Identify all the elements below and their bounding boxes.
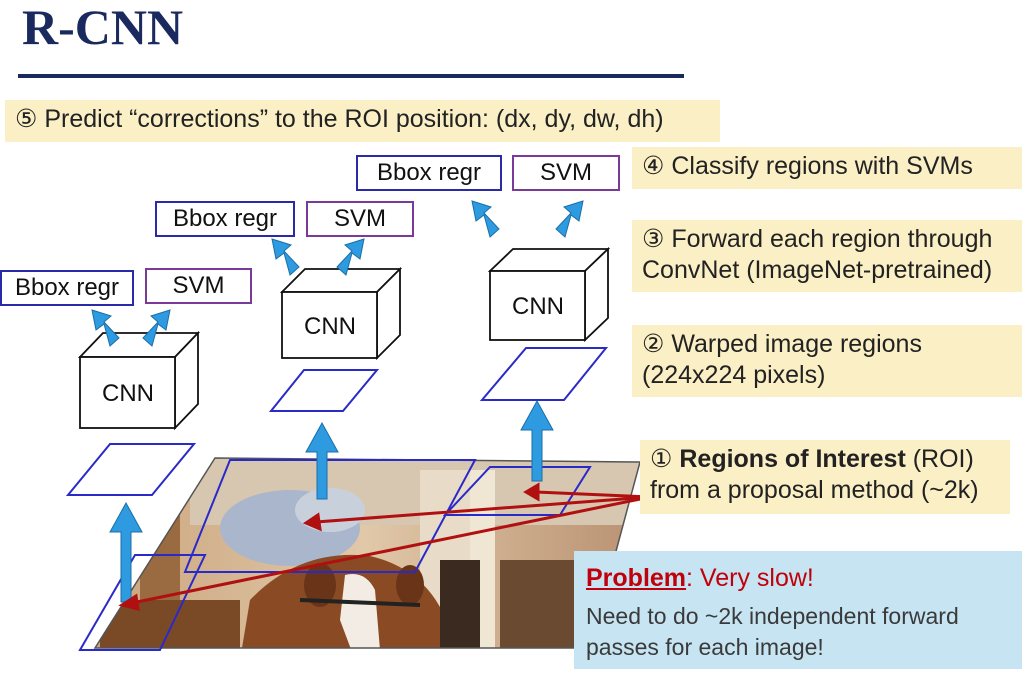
step-3-line-1: ③ Forward each region through (642, 225, 993, 253)
step-1-bold: Regions of Interest (679, 445, 906, 473)
step-5-text: ⑤ Predict “corrections” to the ROI posit… (15, 105, 664, 133)
svm-label-2: SVM (306, 201, 414, 237)
warped-region-3 (479, 347, 609, 401)
output-arrow-svm-2 (336, 238, 365, 276)
output-arrow-bbox-1 (91, 309, 120, 347)
bbox-regr-label-2: Bbox regr (155, 201, 295, 237)
warped-region-1 (65, 443, 197, 496)
step-5-note: ⑤ Predict “corrections” to the ROI posit… (5, 100, 720, 142)
svm-label-3: SVM (512, 155, 620, 191)
problem-label: Problem (586, 564, 687, 592)
roi-pointer-2 (315, 495, 651, 524)
problem-body: Need to do ~2k independent forward passe… (586, 603, 959, 660)
step-3-line-2: ConvNet (ImageNet-pretrained) (642, 256, 993, 284)
step-1-line-2: from a proposal method (~2k) (650, 476, 979, 504)
step-1-prefix: ① (650, 445, 680, 473)
roi-pointer-1 (131, 495, 651, 605)
step-2-line-1: ② Warped image regions (642, 330, 922, 358)
cnn-label-1: CNN (102, 380, 154, 407)
output-arrow-svm-3 (555, 200, 584, 238)
cnn-label-2: CNN (304, 313, 356, 340)
title-divider (18, 74, 684, 78)
page-title: R-CNN (22, 0, 184, 55)
output-arrow-bbox-2 (271, 238, 300, 276)
up-arrow-3 (520, 399, 554, 482)
step-4-note: ④ Classify regions with SVMs (632, 147, 1022, 189)
roi-pointer-3 (535, 490, 651, 499)
problem-text: : Very slow! (686, 564, 814, 592)
step-3-note: ③ Forward each region through ConvNet (I… (632, 220, 1022, 292)
output-arrow-bbox-3 (471, 200, 500, 238)
up-arrow-2 (305, 421, 339, 500)
step-1-suffix: (ROI) (905, 445, 974, 473)
roi-region-left (78, 554, 207, 651)
problem-callout: Problem: Very slow! Need to do ~2k indep… (574, 551, 1022, 669)
cnn-cube-3 (487, 246, 611, 343)
up-arrow-1 (109, 501, 143, 603)
step-1-note: ① Regions of Interest (ROI) from a propo… (640, 440, 1010, 514)
warped-region-2 (268, 369, 380, 412)
roi-region-middle (183, 459, 477, 573)
step-2-note: ② Warped image regions (224x224 pixels) (632, 325, 1022, 397)
bbox-regr-label-3: Bbox regr (356, 155, 502, 191)
bbox-regr-label-1: Bbox regr (0, 270, 134, 306)
cnn-label-3: CNN (512, 293, 564, 320)
cnn-cube-2 (279, 266, 403, 361)
step-2-line-2: (224x224 pixels) (642, 361, 826, 389)
svm-label-1: SVM (145, 268, 252, 304)
output-arrow-svm-1 (142, 309, 171, 347)
step-4-text: ④ Classify regions with SVMs (642, 152, 973, 180)
